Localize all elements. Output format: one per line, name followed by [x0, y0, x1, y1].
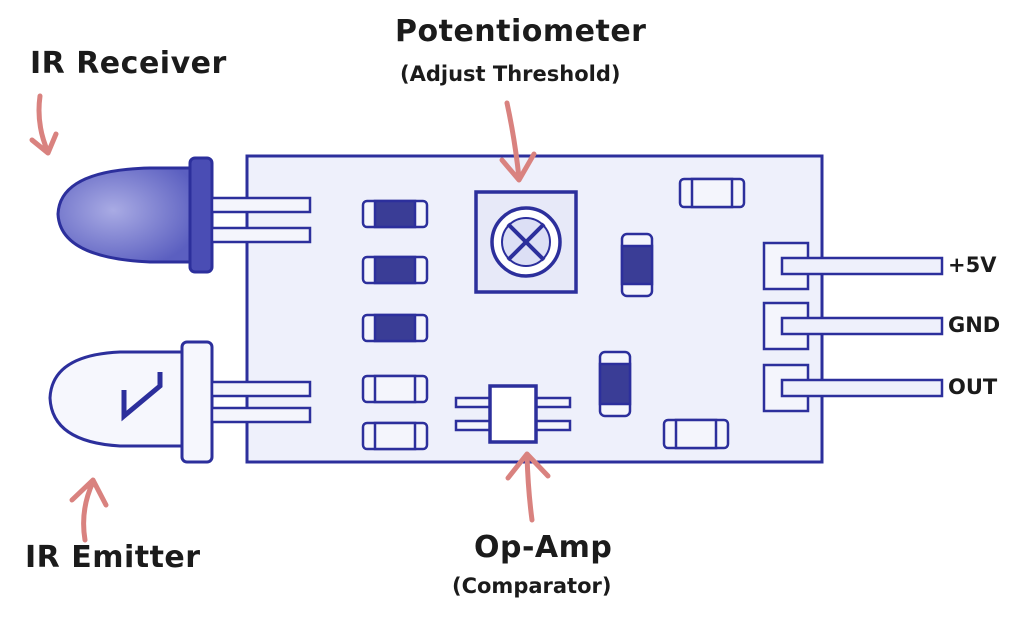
potentiometer-label: Potentiometer [395, 14, 647, 49]
smd-vertical-parts [598, 232, 654, 418]
pin-label-out: OUT [948, 375, 998, 399]
potentiometer [474, 190, 578, 294]
header-pins [762, 241, 944, 413]
pin-label-5v: +5V [948, 253, 997, 277]
potentiometer-sublabel: (Adjust Threshold) [400, 62, 621, 86]
smd-light-parts [662, 177, 746, 450]
pin-label-gnd: GND [948, 313, 1001, 337]
ir-receiver-label: IR Receiver [30, 46, 227, 81]
op-amp-label: Op-Amp [474, 530, 613, 565]
ir-receiver-led [56, 156, 312, 274]
op-amp-sublabel: (Comparator) [452, 574, 612, 598]
arrow-ir-emitter [69, 477, 109, 543]
arrow-potentiometer [499, 100, 537, 183]
arrow-ir-receiver [29, 93, 59, 156]
op-amp-chip [454, 384, 572, 444]
arrow-op-amp [505, 451, 551, 523]
smd-resistor-column [361, 199, 429, 451]
ir-emitter-label: IR Emitter [25, 540, 201, 575]
ir-emitter-led [48, 340, 312, 464]
